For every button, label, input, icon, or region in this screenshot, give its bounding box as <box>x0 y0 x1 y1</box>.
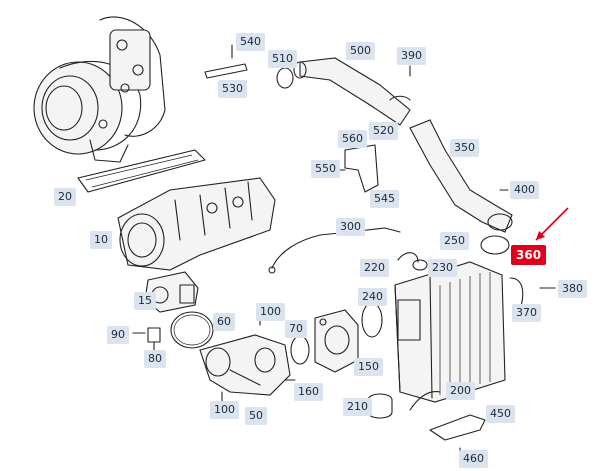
callout-70[interactable]: 70 <box>285 320 307 338</box>
callout-200[interactable]: 200 <box>446 382 475 400</box>
callout-100-upper[interactable]: 100 <box>256 303 285 321</box>
bracket-530 <box>204 63 248 79</box>
seal-ring-250 <box>480 235 510 255</box>
seal-ring-230 <box>412 259 428 271</box>
callout-350[interactable]: 350 <box>450 139 479 157</box>
highlight-arrow-head <box>536 231 545 240</box>
callout-240[interactable]: 240 <box>358 288 387 306</box>
seal-ring-240 <box>361 302 383 338</box>
clamp-210 <box>367 393 393 419</box>
clip-220 <box>397 252 419 263</box>
callout-460[interactable]: 460 <box>459 450 488 468</box>
pipe-200-outlet <box>409 391 441 411</box>
callout-380[interactable]: 380 <box>558 280 587 298</box>
gasket-20 <box>77 149 206 193</box>
callout-360-highlighted[interactable]: 360 <box>511 245 547 265</box>
callout-370[interactable]: 370 <box>512 304 541 322</box>
callout-15[interactable]: 15 <box>134 292 156 310</box>
intake-manifold <box>117 177 276 271</box>
intake-pipe-500 <box>293 57 411 126</box>
turbocharger <box>33 16 166 163</box>
bracket-545 <box>344 144 379 193</box>
egr-housing <box>199 334 291 396</box>
callout-80[interactable]: 80 <box>144 350 166 368</box>
callout-545[interactable]: 545 <box>370 190 399 208</box>
callout-540[interactable]: 540 <box>236 33 265 51</box>
seal-ring-60 <box>170 311 214 349</box>
intercooler <box>394 261 506 403</box>
callout-560[interactable]: 560 <box>338 130 367 148</box>
callout-530[interactable]: 530 <box>218 80 247 98</box>
callout-520[interactable]: 520 <box>369 122 398 140</box>
callout-220[interactable]: 220 <box>360 259 389 277</box>
egr-valve <box>314 309 359 373</box>
callout-20[interactable]: 20 <box>54 188 76 206</box>
callout-400[interactable]: 400 <box>510 181 539 199</box>
bracket-450 <box>429 414 486 441</box>
charge-air-pipe <box>409 119 513 233</box>
callout-510[interactable]: 510 <box>268 50 297 68</box>
callout-450[interactable]: 450 <box>486 405 515 423</box>
clamp-520 <box>389 95 411 101</box>
callout-550[interactable]: 550 <box>311 160 340 178</box>
callout-10[interactable]: 10 <box>90 231 112 249</box>
callout-230[interactable]: 230 <box>428 259 457 277</box>
callout-90[interactable]: 90 <box>107 326 129 344</box>
callout-500[interactable]: 500 <box>346 42 375 60</box>
callout-390[interactable]: 390 <box>397 47 426 65</box>
callout-150[interactable]: 150 <box>354 358 383 376</box>
callout-250[interactable]: 250 <box>440 232 469 250</box>
callout-100-lower[interactable]: 100 <box>210 401 239 419</box>
sensor-80 <box>147 327 161 353</box>
callout-210[interactable]: 210 <box>343 398 372 416</box>
callout-160[interactable]: 160 <box>294 383 323 401</box>
seal-ring-510 <box>276 67 294 89</box>
callout-60[interactable]: 60 <box>213 313 235 331</box>
callout-300[interactable]: 300 <box>336 218 365 236</box>
seal-ring-70 <box>290 335 310 365</box>
callout-50[interactable]: 50 <box>245 407 267 425</box>
